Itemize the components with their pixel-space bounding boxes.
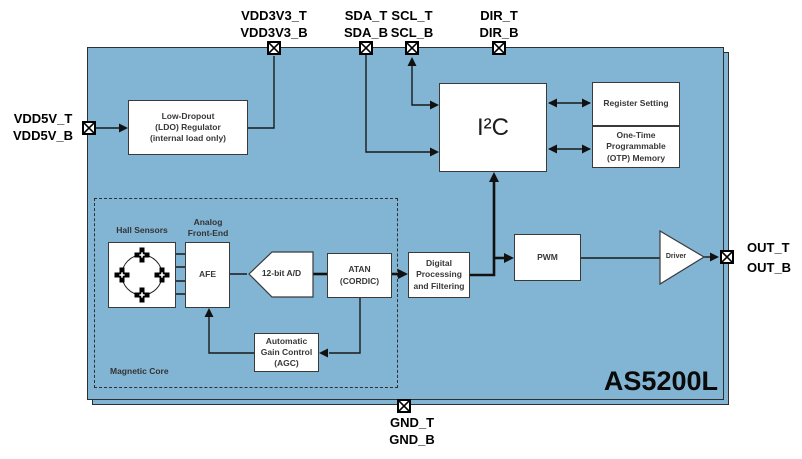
hall-sensors-label: Hall Sensors — [116, 225, 168, 235]
i2c-block: I²C — [439, 83, 547, 172]
ldo-regulator-block: Low-Dropout (LDO) Regulator (internal lo… — [128, 100, 248, 155]
pin-x-icon — [721, 251, 733, 263]
hall-sensors-block — [108, 242, 176, 308]
driver-label: Driver — [665, 253, 687, 260]
pin-label-vdd3v3: VDD3V3_T VDD3V3_B — [240, 8, 308, 40]
pin-vdd3v3 — [267, 41, 281, 55]
chip-name: AS5200L — [603, 366, 718, 396]
analog-front-end-label: Analog Front-End — [187, 217, 229, 239]
afe-block: AFE — [185, 242, 230, 308]
pin-x-icon — [406, 42, 418, 54]
pin-label-out: OUT_T OUT_B — [747, 240, 792, 275]
pin-label-scl: SCL_T SCL_B — [390, 8, 434, 40]
pin-sda — [359, 41, 373, 55]
pin-x-icon — [268, 42, 280, 54]
pin-gnd — [397, 399, 411, 413]
agc-block: Automatic Gain Control (AGC) — [254, 333, 319, 372]
pin-x-icon — [398, 400, 410, 412]
pin-dir — [492, 41, 506, 55]
pin-label-sda: SDA_T SDA_B — [343, 8, 389, 40]
otp-memory-block: One-Time Programmable (OTP) Memory — [592, 126, 680, 168]
pwm-block: PWM — [514, 234, 581, 281]
digital-processing-block: Digital Processing and Filtering — [408, 252, 470, 298]
adc-label: 12-bit A/D — [261, 268, 302, 278]
pin-x-icon — [360, 42, 372, 54]
pin-label-dir: DIR_T DIR_B — [479, 8, 519, 40]
hall-sensors-icon — [114, 247, 170, 303]
magnetic-core-region — [94, 198, 398, 388]
magnetic-core-label: Magnetic Core — [110, 366, 169, 376]
pin-label-gnd: GND_T GND_B — [389, 415, 435, 447]
pin-vdd5v — [82, 121, 96, 135]
pin-label-vdd5v: VDD5V_T VDD5V_B — [13, 111, 73, 143]
register-setting-block: Register Setting — [592, 82, 680, 126]
atan-cordic-block: ATAN (CORDIC) — [327, 253, 392, 298]
pin-out — [720, 250, 734, 264]
pin-x-icon — [493, 42, 505, 54]
pin-x-icon — [83, 122, 95, 134]
pin-scl — [405, 41, 419, 55]
